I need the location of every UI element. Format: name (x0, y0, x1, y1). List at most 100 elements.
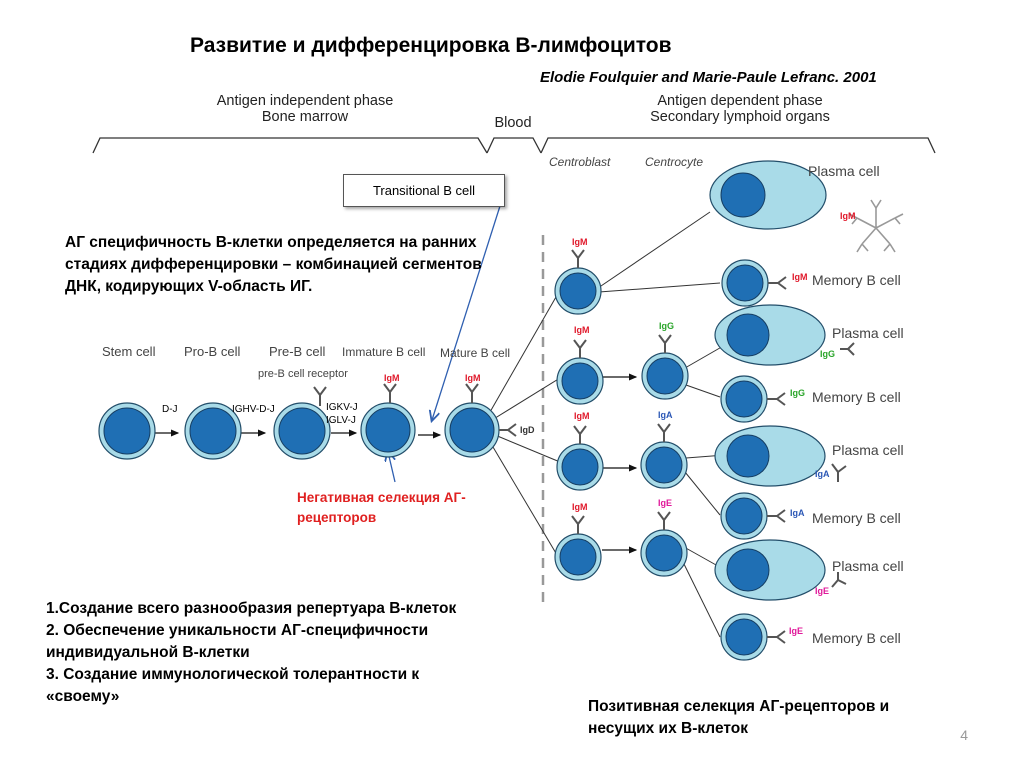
iga-label-memory: IgA (790, 508, 805, 518)
citation: Elodie Foulquier and Marie-Paule Lefranc… (540, 69, 877, 86)
phase-dependent-line2: Secondary lymphoid organs (650, 109, 830, 125)
fanout-lines (489, 211, 726, 638)
memory-ige-receptor-icon (767, 630, 786, 644)
bone-marrow-brace (92, 137, 488, 154)
ige-label-plasma: IgE (815, 586, 830, 596)
stage-centrocyte: Centrocyte (645, 155, 704, 169)
centroblast-4-receptor-icon (571, 515, 585, 534)
secreted-ige-icon (831, 572, 847, 588)
memory-cell-iga (720, 492, 768, 540)
stage-centroblast: Centroblast (549, 155, 611, 169)
label-memory-cell-4: Memory B cell (812, 630, 901, 646)
immature-b-cell (360, 402, 416, 458)
plasma-cell-iga (714, 425, 826, 487)
iga-label-cc2: IgA (658, 410, 673, 420)
label-memory-cell-2: Memory B cell (812, 389, 901, 405)
igm-label-cb3: IgM (574, 411, 590, 421)
igm-label-cb1: IgM (572, 237, 588, 247)
label-stem-cell: Stem cell (102, 344, 156, 359)
label-igkv: IGKV-J (326, 402, 358, 413)
phase-braces (92, 137, 936, 154)
secreted-igg-icon (840, 342, 855, 356)
centroblast-cell-1 (554, 267, 602, 315)
mature-receptor-icon-top (465, 383, 479, 403)
label-plasma-cell-1: Plasma cell (808, 163, 880, 179)
label-pre-b-receptor: pre-B cell receptor (258, 368, 348, 380)
label-iglv: IGLV-J (326, 415, 356, 426)
centrocyte-1-receptor-icon (658, 334, 672, 353)
immature-receptor-icon (383, 383, 397, 403)
label-plasma-cell-3: Plasma cell (832, 442, 904, 458)
centrocyte-3-receptor-icon (657, 511, 671, 530)
igg-label-cc1: IgG (659, 321, 674, 331)
label-pre-b-cell: Pre-B cell (269, 344, 326, 359)
secondary-organs-brace (540, 137, 936, 154)
pre-b-receptor-icon (313, 386, 327, 406)
centroblast-cell-3 (556, 443, 604, 491)
functions-list: 1.Создание всего разнообразия репертуара… (46, 598, 486, 708)
igm-label-cb2: IgM (574, 325, 590, 335)
function-item-1: 1.Создание всего разнообразия репертуара… (46, 600, 457, 617)
stem-cell (98, 402, 156, 460)
label-memory-cell-3: Memory B cell (812, 510, 901, 526)
memory-iga-receptor-icon (767, 509, 786, 523)
phase-dependent: Antigen dependent phase Secondary lympho… (610, 93, 870, 125)
igm-pentamer-icon (848, 199, 904, 253)
centrocyte-cell-3 (640, 529, 688, 577)
secreted-iga-icon (831, 463, 847, 482)
label-d-j: D-J (162, 404, 178, 415)
transitional-b-cell-box: Transitional B cell (343, 174, 505, 207)
label-pro-b-cell: Pro-B cell (184, 344, 241, 359)
receptor-icons (313, 249, 855, 644)
memory-cell-igm (721, 259, 769, 307)
development-arrows (155, 429, 442, 439)
positive-selection-note: Позитивная селекция АГ-рецепторов и несу… (588, 698, 890, 737)
function-item-3: 3. Создание иммунологической толерантнос… (46, 666, 420, 705)
plasma-cell-igm (709, 160, 827, 230)
igm-label-memory: IgM (792, 272, 808, 282)
label-mature-b-cell: Mature B cell (440, 346, 511, 360)
memory-igm-receptor-icon (768, 276, 787, 290)
label-memory-cell-1: Memory B cell (812, 272, 901, 288)
pro-b-cell (184, 402, 242, 460)
mature-b-cell (444, 402, 500, 458)
label-immature-b-cell: Immature B cell (342, 345, 426, 359)
memory-igg-receptor-icon (767, 392, 786, 406)
page-title: Развитие и дифференцировка В-лимфоцитов (190, 34, 672, 57)
centrocyte-cell-2 (640, 441, 688, 489)
transitional-arrow (432, 205, 501, 420)
negative-selection-note: Негативная селекция АГ-рецепторов (297, 490, 466, 525)
centrocyte-cell-1 (641, 352, 689, 400)
igm-label-mature: IgM (465, 373, 481, 383)
igg-label-memory: IgG (790, 388, 805, 398)
iga-label-plasma: IgA (815, 469, 830, 479)
centroblast-cell-4 (554, 533, 602, 581)
memory-cell-ige (720, 613, 768, 661)
pre-b-cell (273, 402, 331, 460)
centroblast-3-receptor-icon (573, 425, 587, 444)
centroblast-2-receptor-icon (573, 339, 587, 358)
label-ighv: IGHV-D-J (232, 404, 275, 415)
mature-receptor-icon-side (499, 423, 517, 437)
plasma-cell-ige (714, 539, 826, 601)
igm-label-plasma: IgM (840, 211, 856, 221)
igm-label-immature: IgM (384, 373, 400, 383)
specificity-note: АГ специфичность В-клетки определяется н… (65, 234, 482, 295)
memory-cell-igg (720, 375, 768, 423)
centroblast-cell-2 (556, 357, 604, 405)
phase-independent: Antigen independent phase Bone marrow (180, 93, 430, 125)
page-number: 4 (960, 727, 968, 743)
ige-label-cc3: IgE (658, 498, 673, 508)
ige-label-memory: IgE (789, 626, 804, 636)
label-plasma-cell-2: Plasma cell (832, 325, 904, 341)
igd-label-mature: IgD (520, 425, 535, 435)
igg-label-plasma: IgG (820, 349, 835, 359)
phase-independent-line2: Bone marrow (261, 109, 349, 125)
blood-brace (486, 137, 542, 154)
phase-dependent-line1: Antigen dependent phase (657, 93, 823, 109)
transitional-b-cell-label: Transitional B cell (372, 183, 476, 198)
middle-arrows (602, 373, 638, 554)
igm-label-cb4: IgM (572, 502, 588, 512)
